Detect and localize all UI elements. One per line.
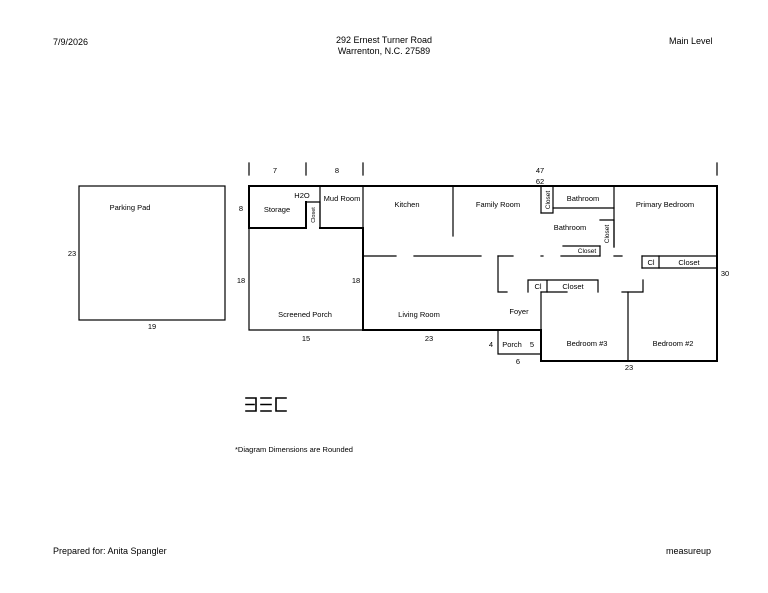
- room-bedroom-2: Bedroom #2: [653, 339, 694, 348]
- closet-vertical-box: [540, 185, 554, 214]
- address-line-1: 292 Ernest Turner Road: [335, 35, 433, 45]
- dim-parking-height: 23: [68, 249, 76, 258]
- brand-label: measureup: [666, 546, 712, 556]
- room-living-room: Living Room: [398, 310, 440, 319]
- dim-porch-left-18: 18: [237, 276, 245, 285]
- screened-porch-outline: [248, 227, 364, 331]
- closet-right-dividers: [641, 255, 660, 269]
- closet-vertical-right-box: [599, 219, 615, 248]
- room-storage: Storage: [264, 205, 290, 214]
- dim-porch-5: 5: [530, 340, 534, 349]
- dim-top-47: 47: [536, 166, 544, 175]
- dim-top-62: 62: [536, 177, 544, 186]
- room-closet-right: Closet: [678, 258, 700, 267]
- room-screened-porch: Screened Porch: [278, 310, 332, 319]
- wall-bedroom-divider-top: [621, 279, 644, 293]
- date-label: 7/9/2026: [53, 37, 89, 47]
- dec-logo-mark: [245, 397, 287, 412]
- parking-pad-outline: [78, 185, 226, 321]
- room-bedroom-3: Bedroom #3: [567, 339, 608, 348]
- dim-porch-right-18: 18: [352, 276, 360, 285]
- dim-screened-width: 15: [302, 334, 310, 343]
- room-foyer: Foyer: [509, 307, 529, 316]
- room-parking-pad: Parking Pad: [110, 203, 151, 212]
- room-family-room: Family Room: [476, 200, 520, 209]
- dim-living-width: 23: [425, 334, 433, 343]
- dimension-ticks: [248, 162, 718, 176]
- room-bathroom-lower: Bathroom: [554, 223, 587, 232]
- room-kitchen: Kitchen: [394, 200, 419, 209]
- front-porch-outline: [497, 329, 542, 355]
- address-block: 292 Ernest Turner Road Warrenton, N.C. 2…: [284, 35, 484, 57]
- prepared-for-label: Prepared for: Anita Spangler: [53, 546, 167, 556]
- dimensions-note: *Diagram Dimensions are Rounded: [235, 445, 353, 454]
- room-closet-vertical-right: Closet: [604, 225, 611, 244]
- wall-foyer: [497, 255, 508, 293]
- room-porch: Porch: [502, 340, 522, 349]
- dim-top-8: 8: [335, 166, 339, 175]
- dim-porch-4: 4: [489, 340, 493, 349]
- room-h2o: H2O: [294, 191, 310, 200]
- dim-storage-height: 8: [239, 204, 243, 213]
- dim-porch-6: 6: [516, 357, 520, 366]
- room-closet-small: Closet: [578, 248, 597, 255]
- room-closet-mid: Closet: [562, 282, 584, 291]
- room-primary-bedroom: Primary Bedroom: [636, 200, 694, 209]
- house-exterior-wall: [362, 185, 718, 362]
- room-closet-vertical-left: Closet: [311, 207, 317, 223]
- closet-mid-box: [527, 279, 599, 293]
- room-closet-vertical-mid: Closet: [545, 191, 552, 210]
- room-mud-room: Mud Room: [324, 194, 361, 203]
- dim-top-7: 7: [273, 166, 277, 175]
- dim-right-30: 30: [721, 269, 729, 278]
- address-line-2: Warrenton, N.C. 27589: [337, 46, 431, 56]
- room-cl-right: Cl: [647, 258, 654, 267]
- room-bathroom-top: Bathroom: [567, 194, 600, 203]
- level-label: Main Level: [669, 36, 713, 46]
- dim-parking-width: 19: [148, 322, 156, 331]
- room-cl-mid: Cl: [534, 282, 541, 291]
- dim-bottom-23: 23: [625, 363, 633, 372]
